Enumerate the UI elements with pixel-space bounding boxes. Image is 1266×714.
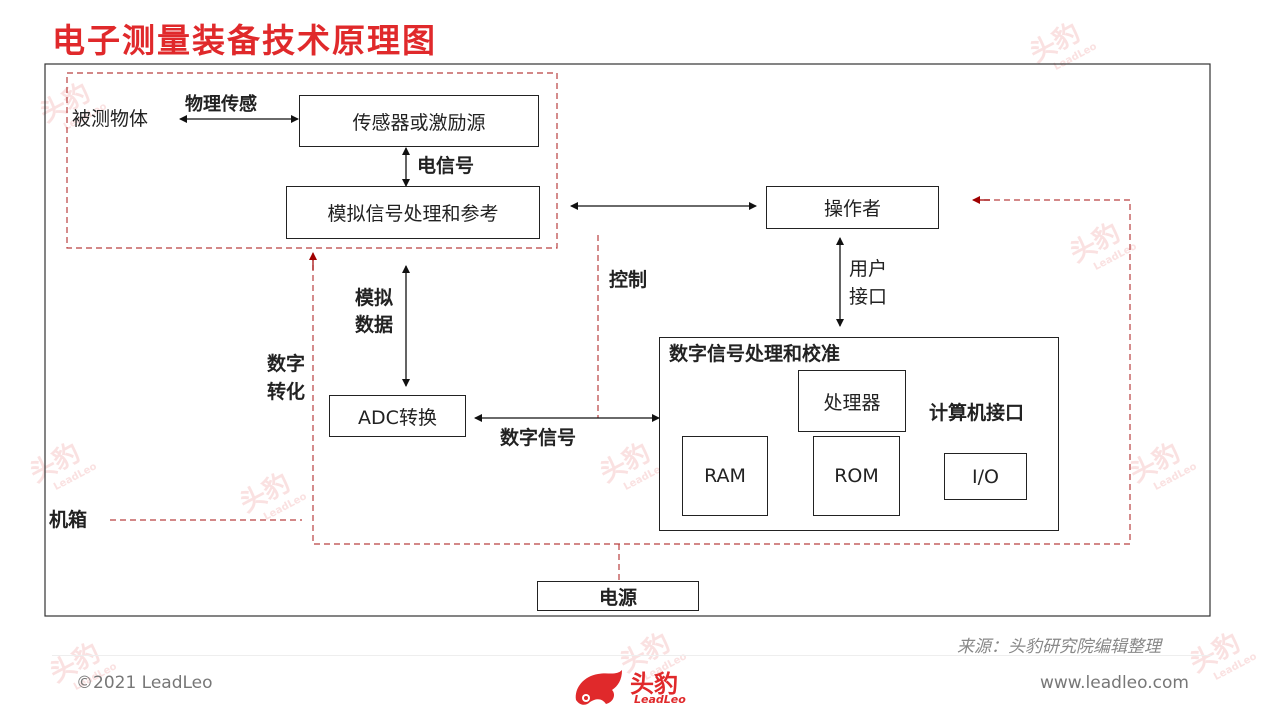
sensor-box-label: 传感器或激励源 <box>352 111 486 134</box>
logo-text: 头豹 <box>630 670 678 698</box>
digital-signal-label: 数字信号 <box>500 427 577 449</box>
rom-box: ROM <box>813 436 900 516</box>
chassis-label: 机箱 <box>49 509 88 531</box>
analog-data-label-line1: 模拟 <box>355 287 394 309</box>
measured-object-label: 被测物体 <box>72 108 149 130</box>
ram-box: RAM <box>682 436 768 516</box>
page-title: 电子测量装备技术原理图 <box>52 21 437 60</box>
power-box-label: 电源 <box>598 586 637 609</box>
electrical-signal-label: 电信号 <box>417 155 475 177</box>
dsp-title: 数字信号处理和校准 <box>669 343 841 365</box>
footer-logo: 头豹 LeadLeo <box>572 664 702 708</box>
power-box: 电源 <box>537 581 699 611</box>
adc-box: ADC转换 <box>329 395 466 437</box>
computer-interface-label: 计算机接口 <box>929 402 1025 424</box>
io-box: I/O <box>944 453 1027 500</box>
ram-box-label: RAM <box>704 465 746 487</box>
processor-box: 处理器 <box>798 370 906 432</box>
website-url: www.leadleo.com <box>1040 673 1189 693</box>
chassis-frame <box>44 63 1211 617</box>
physical-sensing-label: 物理传感 <box>185 94 257 115</box>
analog-processing-box: 模拟信号处理和参考 <box>286 186 540 239</box>
digital-conversion-label-line2: 转化 <box>267 381 306 403</box>
leopard-logo-icon <box>575 670 622 705</box>
analog-processing-box-label: 模拟信号处理和参考 <box>327 203 499 225</box>
processor-box-label: 处理器 <box>823 391 881 414</box>
adc-box-label: ADC转换 <box>358 406 437 429</box>
user-interface-label-line1: 用户 <box>849 258 888 280</box>
source-note: 来源：头豹研究院编辑整理 <box>957 637 1161 657</box>
footer-divider <box>52 655 1212 656</box>
operator-box: 操作者 <box>766 186 939 229</box>
sensor-box: 传感器或激励源 <box>299 95 539 147</box>
io-box-label: I/O <box>972 465 999 488</box>
rom-box-label: ROM <box>834 465 879 487</box>
copyright-text: ©2021 LeadLeo <box>76 673 213 693</box>
operator-box-label: 操作者 <box>823 198 881 220</box>
control-label: 控制 <box>609 269 648 291</box>
digital-conversion-label-line1: 数字 <box>267 353 306 375</box>
logo-subtext: LeadLeo <box>634 693 686 706</box>
power-dashed-path <box>312 199 1131 545</box>
sensing-region <box>66 72 558 249</box>
user-interface-label-line2: 接口 <box>849 286 888 308</box>
analog-data-label-line2: 数据 <box>355 314 394 336</box>
